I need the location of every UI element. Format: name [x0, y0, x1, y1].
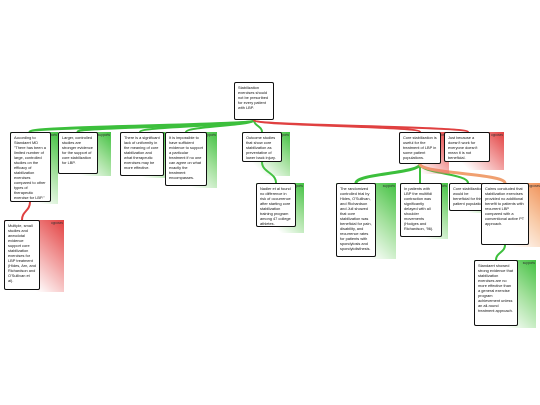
- support-link: [495, 244, 506, 261]
- node-text: Cairns concluded that stabilization exer…: [485, 186, 525, 226]
- node-box: Just because a doesn't work for everyone…: [444, 132, 490, 162]
- node-box: In patients with LBP the multifidi contr…: [400, 183, 442, 237]
- node-n11[interactable]: supports In patients with LBP the multif…: [400, 183, 448, 239]
- node-box: It is impossible to have sufficient evid…: [165, 132, 207, 186]
- node-n13[interactable]: opposes Cairns concluded that stabilizat…: [481, 183, 540, 247]
- node-box: Stabilization exercises should not be pr…: [234, 82, 274, 120]
- node-text: Multiple, small studies and anecdotal ev…: [8, 223, 36, 283]
- node-n3[interactable]: supports There is a significant lack of …: [120, 132, 165, 178]
- node-text: It is impossible to have sufficient evid…: [169, 135, 203, 180]
- node-box: Standaert showed strong evidence that st…: [474, 260, 518, 326]
- node-tag: opposes: [527, 184, 540, 188]
- node-text: Outcome studies that show core stabiliza…: [246, 135, 276, 160]
- node-box: According to Standaert MD "There has bee…: [10, 132, 51, 202]
- oppose-link: [21, 201, 31, 221]
- node-text: Core stabilization is useful for the tre…: [403, 135, 437, 160]
- node-text: In patients with LBP the multifidi contr…: [404, 186, 434, 231]
- node-tag: supports: [276, 133, 289, 137]
- node-n5[interactable]: supports Outcome studies that show core …: [242, 132, 290, 176]
- node-n4[interactable]: supports It is impossible to have suffic…: [165, 132, 217, 188]
- node-text: Just because a doesn't work for everyone…: [448, 135, 478, 160]
- node-box: Larger, controlled studies are stronger …: [58, 132, 98, 174]
- node-text: Larger, controlled studies are stronger …: [62, 135, 93, 165]
- node-tag: supports: [290, 184, 303, 188]
- node-text: Stabilization exercises should not be pr…: [238, 85, 269, 110]
- node-text: The randomized controlled trial by Hides…: [340, 186, 372, 251]
- node-n1[interactable]: supports According to Standaert MD "Ther…: [10, 132, 58, 204]
- node-text: According to Standaert MD "There has bee…: [14, 135, 46, 200]
- node-n7[interactable]: opposes Just because a doesn't work for …: [444, 132, 504, 170]
- node-n2[interactable]: supports Larger, controlled studies are …: [58, 132, 111, 176]
- node-tag: opposes: [435, 133, 448, 137]
- node-tag: opposes: [490, 133, 503, 137]
- node-n9[interactable]: supports Nadler et al found no differenc…: [256, 183, 304, 233]
- support-link: [253, 119, 263, 133]
- node-root[interactable]: Stabilization exercises should not be pr…: [234, 82, 274, 120]
- node-box: There is a significant lack of uniformit…: [120, 132, 164, 176]
- node-text: Standaert showed strong evidence that st…: [478, 263, 514, 313]
- node-box: Cairns concluded that stabilization exer…: [481, 183, 529, 245]
- support-link: [185, 119, 255, 133]
- node-text: Core stabilization would be beneficial f…: [453, 186, 485, 206]
- node-box: Nadler et al found no difference in risk…: [256, 183, 296, 227]
- node-n10[interactable]: supports The randomized controlled trial…: [336, 183, 396, 259]
- node-n8[interactable]: opposes Multiple, small studies and anec…: [4, 220, 64, 292]
- node-n6[interactable]: opposes Core stabilization is useful for…: [399, 132, 449, 174]
- oppose-link: [253, 119, 469, 133]
- node-box: The randomized controlled trial by Hides…: [336, 183, 376, 257]
- node-text: Nadler et al found no difference in risk…: [260, 186, 291, 226]
- node-tag: supports: [522, 261, 535, 265]
- node-box: Multiple, small studies and anecdotal ev…: [4, 220, 40, 290]
- node-tag: opposes: [50, 221, 63, 225]
- node-text: There is a significant lack of uniformit…: [124, 135, 160, 170]
- node-box: Outcome studies that show core stabiliza…: [242, 132, 282, 162]
- node-tag: supports: [382, 184, 395, 188]
- node-box: Core stabilization is useful for the tre…: [399, 132, 441, 164]
- node-tag: supports: [97, 133, 110, 137]
- node-n14[interactable]: supports Standaert showed strong evidenc…: [474, 260, 536, 328]
- node-tag: supports: [203, 133, 216, 137]
